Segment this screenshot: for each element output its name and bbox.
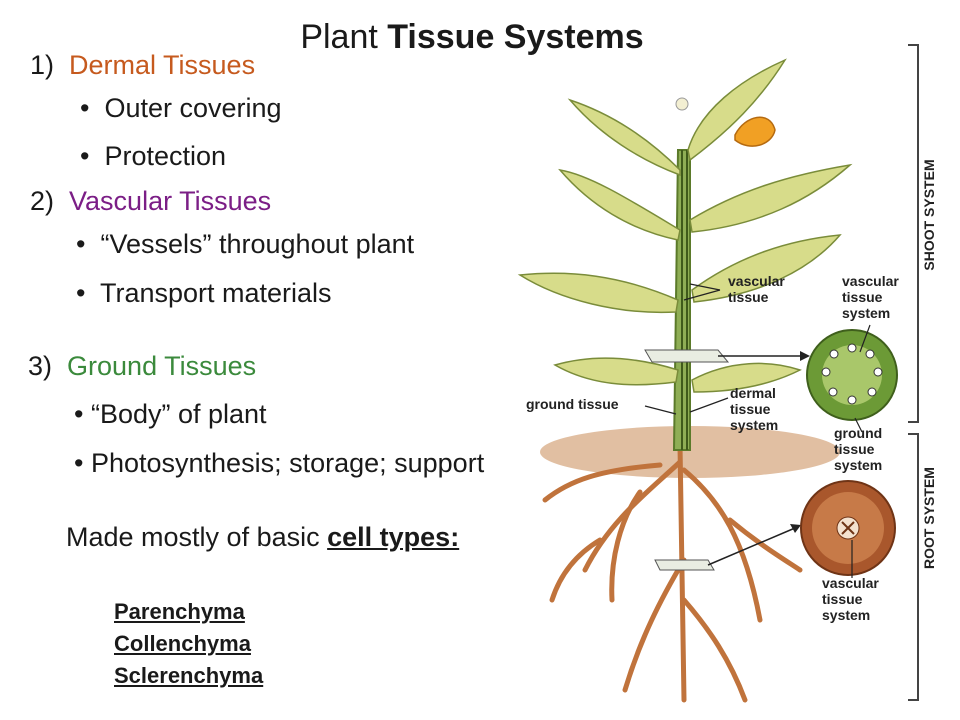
list-item: • “Body” of plant: [74, 399, 267, 429]
label-ground-system-3: system: [834, 457, 882, 473]
shoot-cross-section: [806, 329, 898, 421]
section-ground-heading: 3) Ground Tissues: [28, 351, 257, 381]
leaves: [517, 58, 853, 393]
label-dermal-3: system: [730, 417, 778, 433]
list-item: • Outer covering: [80, 93, 282, 123]
label-dermal-2: tissue: [730, 401, 771, 417]
list-item: • Protection: [80, 141, 227, 171]
list-item: • “Vessels” throughout plant: [76, 229, 415, 259]
cell-types-intro: Made mostly of basic cell types:: [66, 522, 460, 552]
label-shoot-vascular-3: system: [842, 305, 890, 321]
label-vascular-tissue-1: vascular: [728, 273, 785, 289]
cell-type-parenchyma: Parenchyma: [114, 599, 245, 624]
flower: [675, 97, 776, 147]
label-shoot-vascular-2: tissue: [842, 289, 883, 305]
list-item: • Transport materials: [76, 278, 332, 308]
shoot-system-bracket: [908, 44, 919, 423]
label-ground-system-1: ground: [834, 425, 882, 441]
label-shoot-vascular-1: vascular: [842, 273, 899, 289]
label-vascular-tissue-2: tissue: [728, 289, 769, 305]
root-section-plane: [654, 559, 715, 571]
label-ground-tissue: ground tissue: [526, 396, 619, 412]
page-title: Plant Tissue Systems: [300, 18, 644, 56]
section-dermal-heading: 1) Dermal Tissues: [30, 50, 256, 80]
label-root-vascular-2: tissue: [822, 591, 863, 607]
cell-type-collenchyma: Collenchyma: [114, 631, 251, 656]
section-vascular-heading: 2) Vascular Tissues: [30, 186, 272, 216]
cell-type-list: Parenchyma Collenchyma Sclerenchyma: [114, 596, 263, 692]
shoot-system-label: SHOOT SYSTEM: [921, 159, 937, 270]
root-system-label: ROOT SYSTEM: [921, 467, 937, 569]
soil-layer: [540, 426, 840, 478]
roots: [542, 442, 803, 703]
page-title-bold: Tissue Systems: [387, 18, 644, 56]
cell-type-sclerenchyma: Sclerenchyma: [114, 663, 264, 688]
root-cross-section: [800, 480, 896, 576]
list-item: • Photosynthesis; storage; support: [74, 448, 485, 478]
shoot-section-plane: [644, 349, 730, 363]
label-dermal-1: dermal: [730, 385, 776, 401]
label-root-vascular-1: vascular: [822, 575, 879, 591]
label-root-vascular-3: system: [822, 607, 870, 623]
label-ground-system-2: tissue: [834, 441, 875, 457]
root-system-bracket: [908, 433, 919, 701]
